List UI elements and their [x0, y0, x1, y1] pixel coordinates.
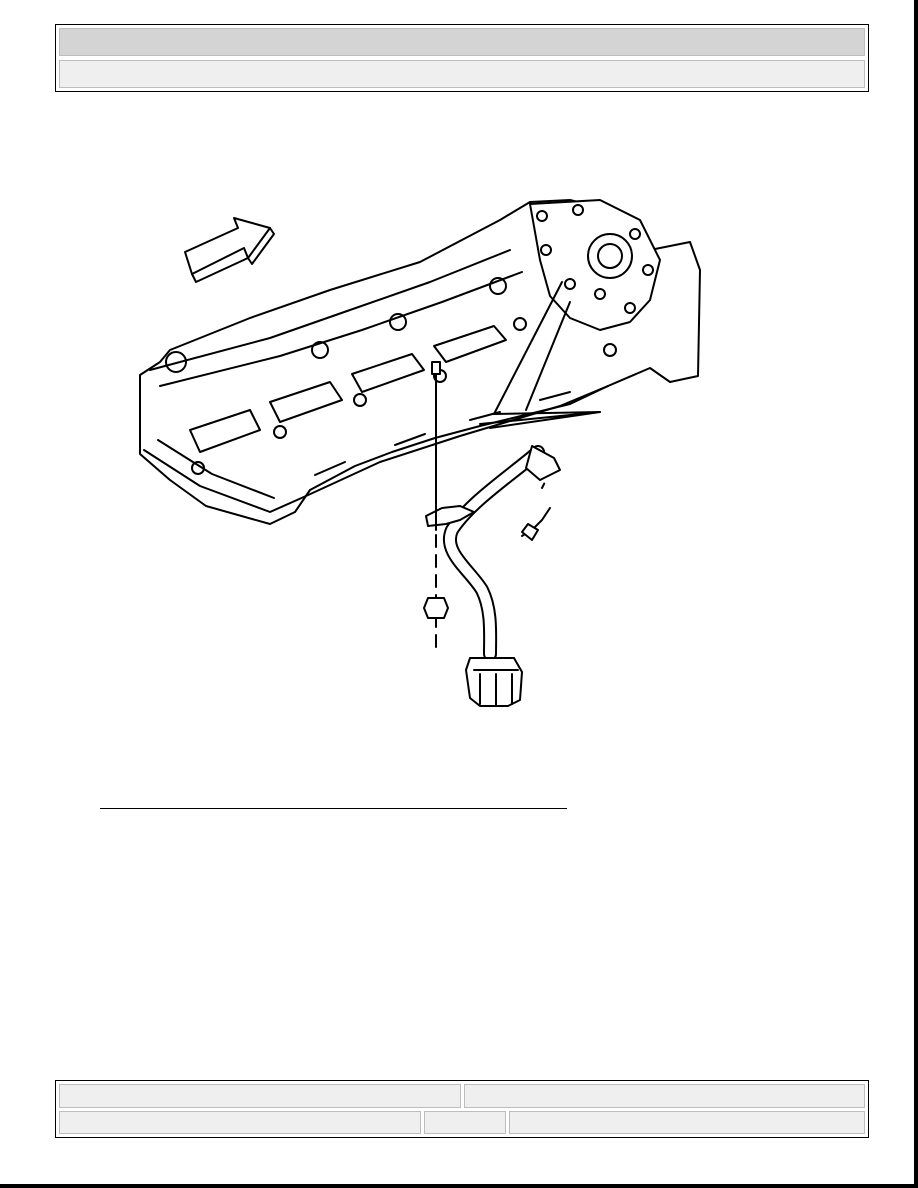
header-title-cell	[59, 28, 865, 56]
oil-pickup-tube	[425, 445, 561, 707]
front-cover	[529, 199, 661, 331]
footer-cell-right-bottom	[509, 1111, 865, 1134]
direction-arrow-icon	[184, 217, 275, 283]
document-header	[55, 24, 869, 92]
footer-cell-left-bottom	[59, 1111, 421, 1134]
footer-cell-left-top	[59, 1084, 461, 1108]
footer-cell-middle-bottom	[424, 1111, 506, 1134]
document-footer	[55, 1080, 869, 1138]
header-subtitle-cell	[59, 60, 865, 88]
detail-callout	[479, 281, 601, 429]
footer-cell-right-top	[464, 1084, 865, 1108]
bolt-icon	[521, 479, 551, 541]
engine-illustration	[139, 199, 701, 707]
fastener-stud-nut	[423, 361, 449, 656]
caption-underline	[100, 808, 567, 809]
